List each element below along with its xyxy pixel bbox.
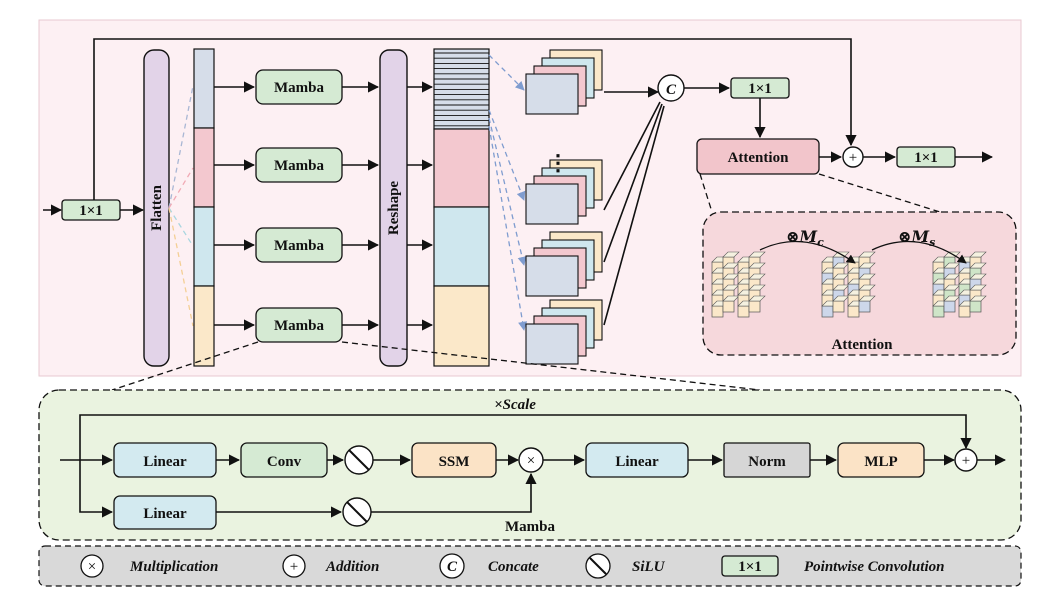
mamba-row-1: Mamba [214,69,380,105]
legend-item-silu: SiLU [585,553,666,579]
mlp-label: MLP [864,454,897,470]
legend-symbol: × [88,559,96,575]
seq-segment-4 [193,285,215,367]
mamba-row-3: Mamba [214,227,380,263]
attention-cubes [711,251,987,318]
legend-item-pointwise-conv: 1×1 Pointwise Convolution [721,555,944,577]
spatial-op-label: ⊗Ms [898,227,935,249]
reshape-block [379,49,408,367]
attention-label: Attention [728,150,789,166]
mamba-label: Mamba [274,158,324,174]
mamba-row-2: Mamba [214,147,380,183]
legend-item-concate: C Concate [439,553,539,579]
linear-2-label: Linear [615,454,659,470]
legend-item-addition: + Addition [282,554,379,578]
cube-block [711,251,766,318]
reshaped-column [433,48,490,367]
ssm-label: SSM [439,454,470,470]
mamba-add-symbol: + [962,453,970,469]
legend-symbol: + [290,559,298,575]
channel-op-label: ⊗Mc [786,227,824,249]
legend-label: Addition [325,559,379,575]
conv-in-label: 1×1 [79,203,103,219]
norm-label: Norm [748,454,786,470]
concat-symbol: C [666,82,677,98]
legend-label: SiLU [632,559,666,575]
feature-map-stacks [525,49,603,365]
feature-stack [525,299,603,365]
conv-concat-label: 1×1 [748,81,772,97]
linear-1-label: Linear [143,454,187,470]
add-symbol: + [849,150,857,166]
reshape-label: Reshape [386,181,402,236]
seq-segment-1 [193,48,215,129]
silu-node [344,445,374,475]
feature-stack [525,159,603,225]
mamba-label: Mamba [274,318,324,334]
legend-symbol: 1×1 [738,559,762,575]
seq-segment-3 [193,206,215,287]
legend-item-multiplication: × Multiplication [80,554,218,578]
feature-stack [525,231,603,297]
scale-label: ×Scale [494,397,536,413]
silu-node [342,497,372,527]
attention-caption: Attention [832,337,893,353]
conv-out-label: 1×1 [914,150,938,166]
feature-stack [525,49,603,115]
conv-label: Conv [267,454,302,470]
legend-symbol: C [447,559,458,575]
mamba-label: Mamba [274,238,324,254]
cube-block [821,251,876,318]
mamba-row-4: Mamba [214,307,380,343]
legend-label: Pointwise Convolution [804,559,944,575]
seq-segment-2 [193,127,215,208]
cube-block [932,251,987,318]
legend-label: Concate [488,559,539,575]
ellipsis: ⋮ [547,150,569,175]
legend-label: Multiplication [129,559,218,575]
mamba-label: Mamba [274,80,324,96]
linear-3-label: Linear [143,506,187,522]
column-to-stack-arrows [488,54,528,331]
flatten-label: Flatten [149,184,165,230]
multiply-symbol: × [527,453,535,469]
mamba-caption: Mamba [505,519,555,535]
flatten-fan [168,85,194,327]
